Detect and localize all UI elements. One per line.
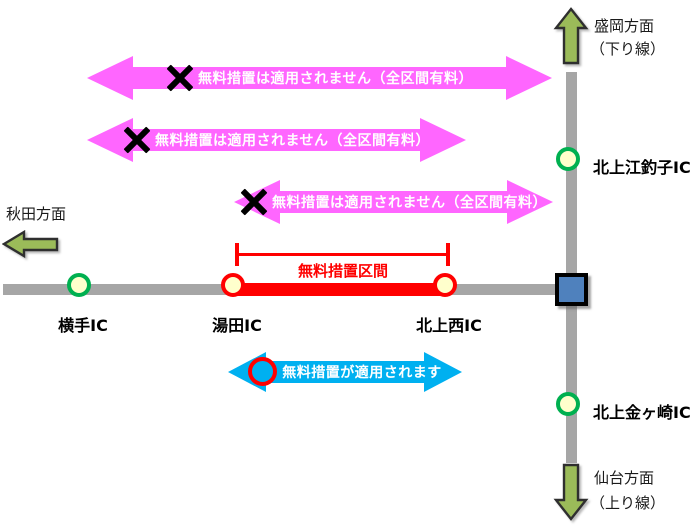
arrow-body: 無料措置は適用されません（全区間有料） [240,188,547,216]
x-mark-icon [240,188,268,216]
ic-marker-kitakami-nishi [433,273,457,297]
road-vertical [566,72,577,463]
free-section-bracket-line [237,253,449,256]
direction-label-morioka: 盛岡方面 [594,17,655,35]
direction-arrow-down-icon [553,463,589,521]
ic-marker-kitakami-kanegasaki [556,392,580,416]
ic-marker-yokote [67,273,91,297]
toll-notice-text: 無料措置は適用されません（全区間有料） [197,71,474,87]
ic-label-yuda: 湯田IC [212,316,262,335]
direction-arrow-up-icon [553,7,589,65]
toll-notice-text: 無料措置は適用されません（全区間有料） [154,133,431,149]
free-ic-ring-icon [248,357,278,386]
toll-notice-arrow-1: 無料措置は適用されません（全区間有料） [87,56,552,100]
ic-marker-kitakami-ezuriko [556,147,580,171]
direction-label-morioka-sub: （下り線） [590,40,666,58]
arrow-body: 無料措置は適用されません（全区間有料） [123,126,430,154]
free-section-road-segment [237,283,449,296]
direction-label-akita: 秋田方面 [6,205,67,223]
direction-label-sendai: 仙台方面 [594,469,655,487]
direction-arrow-left-icon [2,230,59,259]
arrow-left-head [87,118,133,162]
toll-notice-text: 無料措置は適用されません（全区間有料） [271,195,548,211]
toll-notice-arrow-2: 無料措置は適用されません（全区間有料） [87,118,466,162]
arrow-right-head [424,352,462,392]
arrow-left-head [87,56,133,100]
junction-square [555,273,588,306]
toll-notice-arrow-3: 無料措置は適用されません（全区間有料） [234,180,553,224]
free-notice-arrow: 無料措置が適用されます [228,352,462,392]
free-section-label: 無料措置区間 [297,262,388,280]
x-mark-icon [166,64,194,92]
arrow-body: 無料措置が適用されます [248,357,441,386]
ic-label-yokote: 横手IC [58,316,108,335]
ic-label-kitakami-nishi: 北上西IC [416,316,482,335]
arrow-right-head [420,118,466,162]
ic-label-kitakami-kanegasaki: 北上金ヶ崎IC [593,403,691,422]
arrow-right-head [507,180,553,224]
arrow-right-head [506,56,552,100]
ic-marker-yuda [221,273,245,297]
ic-label-kitakami-ezuriko: 北上江釣子IC [593,158,691,177]
arrow-body: 無料措置は適用されません（全区間有料） [127,64,512,92]
direction-label-sendai-sub: （上り線） [590,494,666,512]
x-mark-icon [123,126,151,154]
free-notice-text: 無料措置が適用されます [282,365,442,381]
